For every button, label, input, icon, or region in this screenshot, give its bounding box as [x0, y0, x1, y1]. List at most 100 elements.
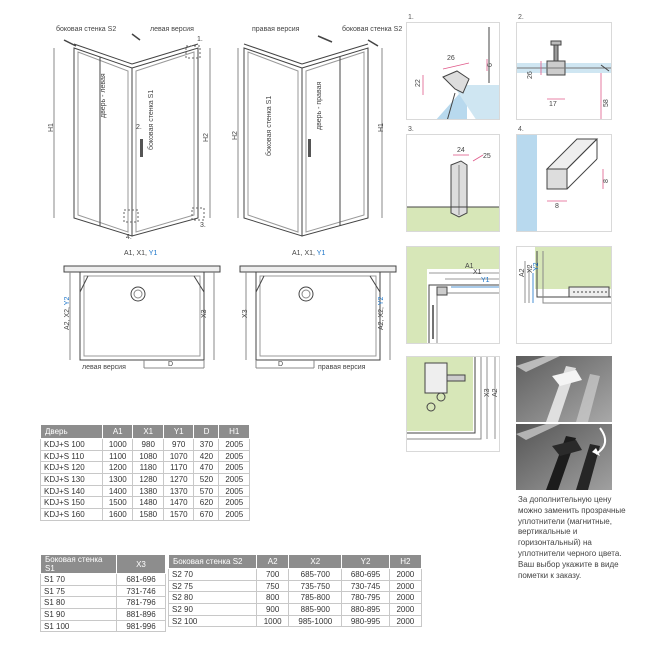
table-cell: 1470	[162, 496, 195, 510]
s2-table-header: X2	[288, 554, 343, 569]
table-cell: 881-896	[116, 608, 166, 621]
seal-photo-clear	[516, 356, 612, 422]
plan-detail-top-right: A2 X2 Y2	[516, 246, 612, 344]
plan-left-version: левая версия	[82, 364, 126, 371]
seal-photo-black-svg	[516, 424, 612, 490]
plan-detail-a2-bottom: A2	[492, 388, 499, 397]
table-cell: 970	[162, 438, 195, 451]
table-cell: 730-745	[341, 579, 390, 593]
table-cell: 985-1000	[288, 614, 343, 628]
table-cell: 420	[193, 449, 220, 463]
plan-left-top-dim: A1, X1, Y1	[124, 250, 158, 257]
table-cell: 885-900	[288, 603, 343, 616]
table-cell: 900	[255, 603, 290, 616]
detail-2-number: 2.	[518, 14, 524, 21]
left-elevation-svg	[53, 33, 211, 237]
table-cell: 680-695	[341, 568, 390, 581]
plan-detail-y1: Y1	[481, 277, 490, 284]
plan-left-side-dim: A2, X2, Y2	[64, 296, 71, 330]
detail-2-svg	[517, 40, 611, 119]
s2-table-header-row: Боковая стенка S2 A2 X2 Y2 H2	[168, 554, 423, 569]
s1-table-header: Боковая стенка S1	[40, 554, 117, 574]
plan-detail-bottom: X3 A2	[406, 356, 500, 452]
table-cell: 2000	[388, 603, 423, 616]
table-cell: KDJ+S 160	[40, 508, 103, 521]
right-side-wall-s2-label: боковая стенка S2	[342, 26, 403, 33]
table-cell: 1000	[101, 438, 134, 451]
table-cell: 2000	[388, 579, 423, 593]
table-cell: S2 75	[168, 579, 257, 593]
plan-right-drawing	[238, 258, 398, 374]
table-cell: 370	[193, 438, 220, 451]
table-cell: 735-750	[288, 579, 343, 593]
left-side-wall-s2-label: боковая стенка S2	[56, 26, 117, 33]
detail-3-dim-24: 24	[457, 147, 465, 154]
table-cell: 1170	[162, 461, 195, 475]
table-cell: 1500	[101, 496, 134, 510]
detail-2-dim-26: 26	[527, 71, 534, 79]
plan-left-x3: X3	[201, 309, 208, 318]
table-cell: 1180	[132, 461, 164, 475]
plan-right-svg	[239, 265, 397, 369]
table-cell: 2000	[388, 614, 423, 628]
table-cell: 1370	[162, 484, 195, 498]
table-cell: 980	[132, 438, 164, 451]
plan-detail-a1: A1	[465, 263, 474, 270]
detail-4-number: 4.	[518, 126, 524, 133]
table-cell: 2005	[218, 449, 250, 463]
right-elevation-drawing	[232, 14, 402, 244]
table-cell: 685-700	[288, 568, 343, 581]
table-cell: 1080	[132, 449, 164, 463]
table-cell: 2005	[218, 461, 250, 475]
table-cell: 1580	[132, 508, 164, 521]
plan-right-x3: X3	[242, 309, 249, 318]
detail-3-dim-25: 25	[483, 153, 491, 160]
table-cell: 1270	[162, 473, 195, 486]
right-h1-label: H1	[378, 123, 385, 132]
table-cell: 2005	[218, 438, 250, 451]
table-cell: 1000	[255, 614, 290, 628]
seal-photo-clear-svg	[516, 356, 612, 422]
plan-detail-y2: Y2	[533, 262, 540, 271]
right-version-label: правая версия	[252, 26, 300, 33]
plan-detail-a2: A2	[519, 268, 526, 277]
table-cell: 520	[193, 473, 220, 486]
plan-detail-top-right-svg	[517, 247, 611, 343]
table-cell: 800	[255, 591, 290, 605]
left-elevation-drawing	[40, 14, 220, 244]
table-cell: 880-895	[341, 603, 390, 616]
table-cell: 2005	[218, 496, 250, 510]
table-cell: 1570	[162, 508, 195, 521]
s1-table-header-row: Боковая стенка S1 X3	[40, 554, 166, 574]
table-cell: S2 100	[168, 614, 257, 628]
plan-left-svg	[63, 265, 221, 369]
table-cell: 1400	[101, 484, 134, 498]
left-door-label: дверь - левая	[100, 73, 107, 118]
table-cell: KDJ+S 150	[40, 496, 103, 510]
plan-left-drawing	[62, 258, 222, 374]
right-door-label: дверь - правая	[316, 81, 323, 130]
plan-detail-bottom-svg	[407, 357, 496, 440]
door-table-header: D	[193, 424, 220, 439]
detail-1-box: 26 22 6	[406, 22, 500, 120]
left-side-wall-s1-label: боковая стенка S1	[148, 89, 155, 150]
table-cell: 980-995	[341, 614, 390, 628]
detail-3-svg	[407, 154, 499, 231]
detail-4-svg	[517, 135, 604, 231]
table-cell: S1 75	[40, 584, 117, 598]
table-cell: 2005	[218, 484, 250, 498]
door-table-header: H1	[218, 424, 250, 439]
table-cell: S1 90	[40, 608, 117, 621]
s2-table-header: A2	[255, 554, 290, 569]
table-cell: 670	[193, 508, 220, 521]
door-table-header: Дверь	[40, 424, 103, 439]
